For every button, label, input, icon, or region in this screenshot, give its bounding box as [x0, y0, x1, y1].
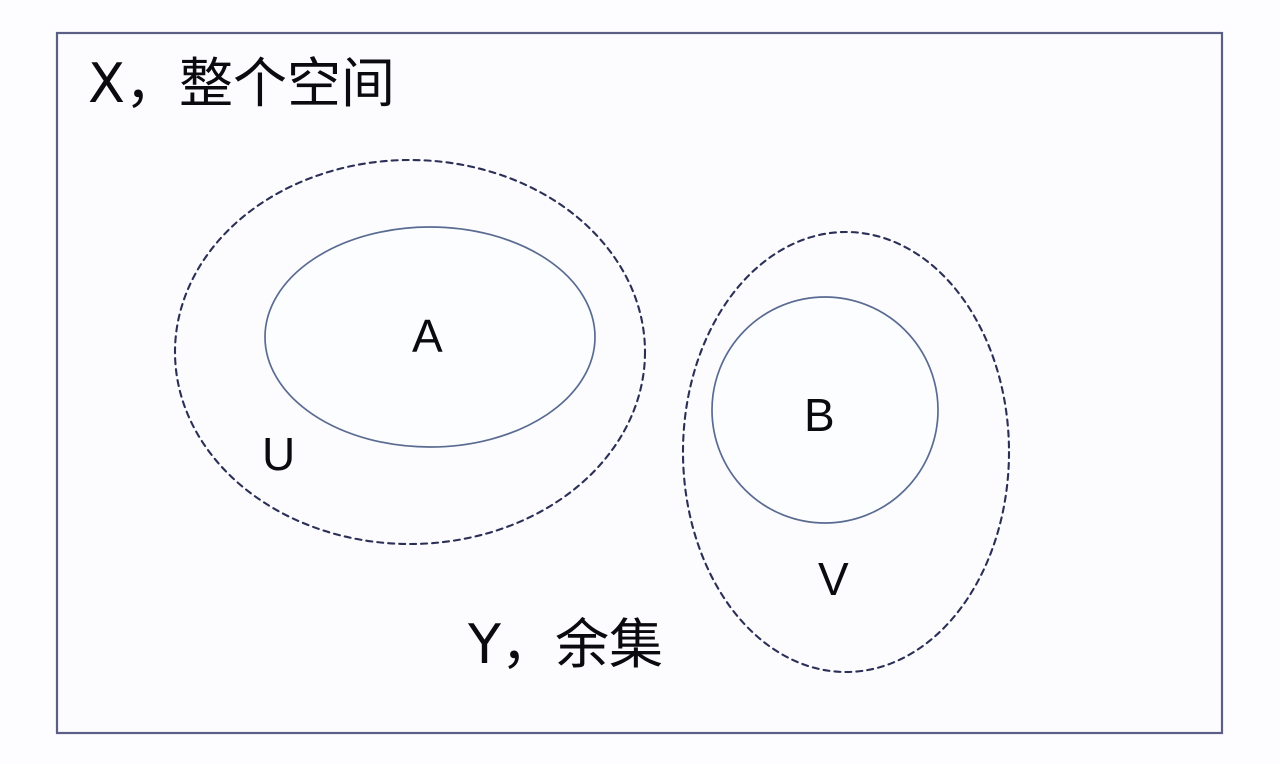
set-a-solid-ellipse [264, 226, 596, 448]
whole-space-label: X，整个空间 [88, 52, 395, 115]
set-b-solid-circle [711, 296, 939, 524]
complement-set-label: Y，余集 [468, 613, 663, 676]
set-a-label: A [412, 310, 443, 362]
set-u-label: U [262, 428, 296, 480]
set-b-label: B [804, 389, 835, 441]
set-v-label: V [818, 553, 849, 605]
